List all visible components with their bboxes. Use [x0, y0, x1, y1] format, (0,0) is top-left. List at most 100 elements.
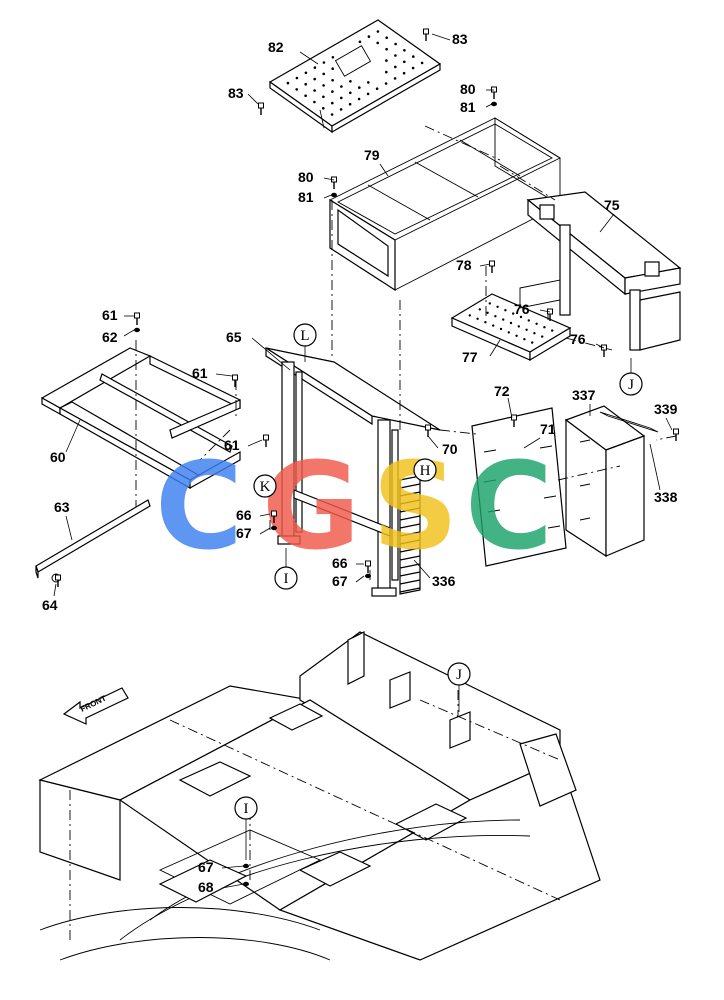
- washer-icon: [243, 881, 249, 887]
- part-label-338: 338: [654, 489, 678, 505]
- perforation-dot: [340, 96, 343, 100]
- perforation-dot: [412, 55, 415, 58]
- perforation-dot: [322, 61, 326, 64]
- strip-rib: [399, 587, 421, 593]
- ref-label-j-lower: J: [456, 667, 462, 683]
- perforation-dot: [492, 324, 495, 327]
- perforation-dot: [313, 66, 317, 69]
- ref-label-j: J: [628, 377, 634, 393]
- part-label-83: 83: [228, 85, 244, 101]
- perforation-dot: [533, 332, 536, 335]
- bolt-icon: [425, 424, 431, 437]
- perforation-dot: [331, 78, 334, 82]
- washer-icon: [365, 573, 371, 579]
- perforation-dot: [411, 66, 415, 70]
- perforation-dot: [541, 335, 544, 338]
- frame-79: [329, 117, 561, 292]
- perforation-dot: [502, 318, 505, 321]
- part-label-71: 71: [540, 421, 556, 437]
- perforation-dot: [367, 35, 371, 38]
- part-label-78: 78: [456, 257, 472, 273]
- front-arrow: FRONT: [62, 687, 129, 725]
- perforation-dot: [366, 92, 370, 96]
- perforation-dot: [543, 326, 546, 329]
- perforation-dot: [385, 70, 388, 74]
- part-label-80: 80: [460, 81, 476, 97]
- perforation-dot: [322, 95, 325, 99]
- part-label-64: 64: [42, 597, 58, 613]
- perforation-dot: [525, 328, 528, 331]
- part-label-72: 72: [494, 383, 510, 399]
- strip-rib: [399, 491, 421, 497]
- perforation-dot: [531, 341, 534, 344]
- part-label-337: 337: [572, 387, 596, 403]
- part-label-62: 62: [102, 329, 118, 345]
- perforation-dot: [394, 42, 397, 46]
- part-label-61: 61: [102, 307, 118, 323]
- perforation-dot: [331, 67, 335, 70]
- bolt-icon: [258, 102, 264, 115]
- bolt-icon: [423, 28, 429, 41]
- perforation-dot: [496, 305, 499, 308]
- perforation-dot: [295, 88, 299, 91]
- perforation-dot: [348, 102, 352, 106]
- perforation-dot: [494, 315, 497, 318]
- part-label-66: 66: [236, 507, 252, 523]
- perforation-dot: [313, 100, 316, 104]
- part-label-75: 75: [604, 197, 620, 213]
- perforation-dot: [517, 325, 520, 328]
- panel-71: [471, 407, 567, 567]
- perforation-dot: [367, 81, 370, 84]
- perforation-dot: [527, 319, 530, 322]
- perforation-dot: [519, 315, 523, 319]
- strip-rib: [399, 507, 421, 513]
- part-label-65: 65: [226, 329, 242, 345]
- assembly-lines: [199, 125, 677, 580]
- strip-rib: [399, 579, 421, 585]
- part-label-79: 79: [364, 147, 380, 163]
- part-label-83: 83: [452, 31, 468, 47]
- part-label-61: 61: [224, 437, 240, 453]
- watermark-letter-3: S: [372, 438, 458, 577]
- watermark: C G S C: [155, 438, 553, 577]
- strip-rib: [399, 539, 421, 545]
- strip-rib: [399, 547, 421, 553]
- perforation-dot: [507, 331, 510, 334]
- strip-rib: [399, 515, 421, 521]
- strip-rib: [399, 571, 421, 577]
- part-label-81: 81: [460, 99, 476, 115]
- washer-icon: [491, 101, 497, 107]
- perforation-dot: [484, 321, 487, 324]
- ref-circle-k: [253, 474, 277, 498]
- fasteners: [55, 28, 679, 887]
- perforation-dot: [304, 82, 308, 86]
- part-label-70: 70: [442, 441, 458, 457]
- chassis-lower: [38, 631, 601, 961]
- strip-rib: [399, 499, 421, 505]
- perforation-dot: [468, 314, 471, 317]
- perforation-dot: [402, 71, 406, 75]
- bracket-75: [526, 191, 682, 351]
- perforation-dot: [322, 72, 326, 76]
- watermark-letter-4: C: [465, 438, 553, 577]
- perforation-dot: [403, 60, 406, 64]
- reference-markers: L J H K I J I: [234, 323, 643, 860]
- part-label-63: 63: [54, 499, 70, 515]
- perforation-dot: [535, 322, 538, 325]
- perforation-dot: [322, 84, 325, 87]
- ref-label-l: L: [300, 328, 309, 344]
- part-label-66: 66: [332, 555, 348, 571]
- ref-label-h: H: [420, 463, 431, 479]
- bolt-icon: [232, 374, 238, 387]
- perforation-dot: [394, 54, 397, 57]
- part-label-336: 336: [432, 573, 456, 589]
- strip-rib: [399, 483, 421, 489]
- perforation-dot: [504, 309, 507, 312]
- perforation-dot: [331, 90, 334, 93]
- perforation-dot: [551, 329, 554, 332]
- strip-rib: [399, 563, 421, 569]
- part-label-67: 67: [198, 859, 214, 875]
- washer-icon: [271, 525, 277, 531]
- perforation-dot: [394, 65, 397, 69]
